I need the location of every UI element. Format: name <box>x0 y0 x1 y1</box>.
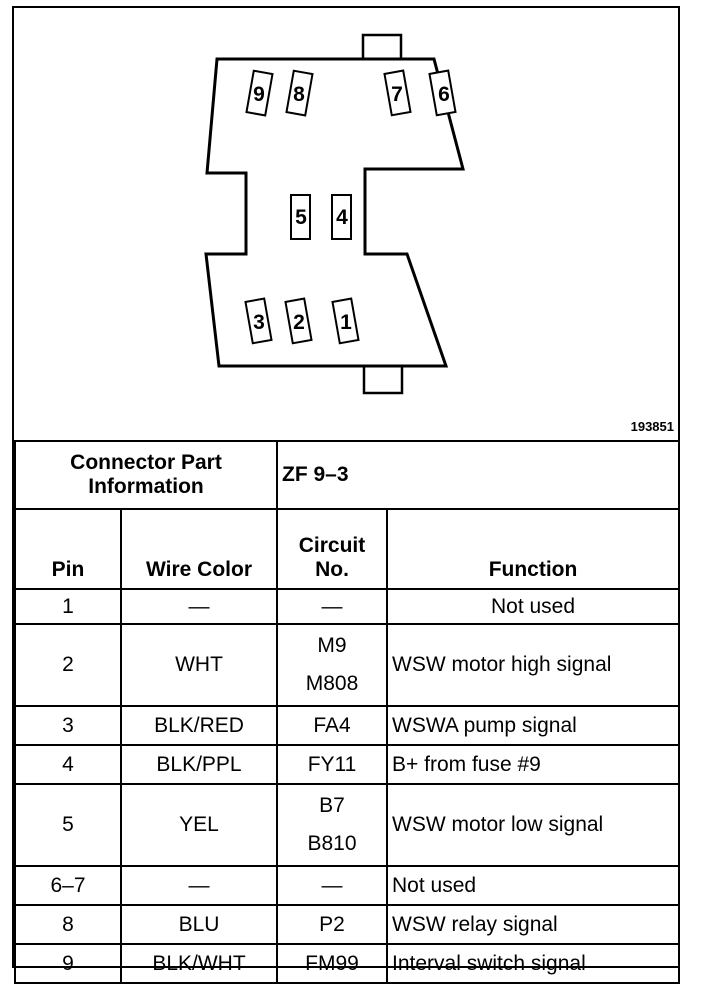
col-header-function: Function <box>386 508 681 590</box>
wire-color-cell: — <box>119 588 279 625</box>
pin-cavity-6: 6 <box>428 69 457 117</box>
col-header-circuit: Circuit No. <box>276 508 389 590</box>
pin-number: 9 <box>253 83 265 106</box>
pin-cavity-1: 1 <box>331 297 360 345</box>
table-row: 6–7 — — Not used <box>14 865 681 906</box>
pin-number: 1 <box>340 311 352 334</box>
circuit-number: B810 <box>307 832 357 855</box>
circuit-cell: FM99 <box>276 943 389 984</box>
pin-cavity-4: 4 <box>331 194 352 240</box>
bottom-locking-tab <box>362 363 404 395</box>
table-row: 8 BLU P2 WSW relay signal <box>14 904 681 945</box>
function-cell: WSWA pump signal <box>386 705 681 746</box>
pin-cell: 4 <box>14 744 122 785</box>
function-cell: WSW motor low signal <box>386 783 681 867</box>
pin-cavity-9: 9 <box>245 69 274 117</box>
connector-face-drawing: 9 8 7 6 5 4 <box>204 33 465 395</box>
pin-number: 4 <box>336 206 348 229</box>
circuit-cell: FY11 <box>276 744 389 785</box>
function-cell: Interval switch signal <box>386 943 681 984</box>
col-header-wire-color: Wire Color <box>119 508 279 590</box>
connector-diagram: 9 8 7 6 5 4 <box>14 8 678 440</box>
pin-cell: 9 <box>14 943 122 984</box>
pin-number: 6 <box>438 83 450 106</box>
pin-cavity-8: 8 <box>285 69 314 117</box>
function-cell: WSW relay signal <box>386 904 681 945</box>
pin-cavity-7: 7 <box>383 69 412 117</box>
wire-color-cell: BLK/WHT <box>119 943 279 984</box>
wire-color-cell: BLK/RED <box>119 705 279 746</box>
wire-color-cell: WHT <box>119 623 279 707</box>
pin-cell: 6–7 <box>14 865 122 906</box>
pin-number: 8 <box>293 83 305 106</box>
table-row: 2 WHT M9 M808 WSW motor high signal <box>14 623 681 707</box>
connector-info-row: Connector Part Information ZF 9–3 <box>13 440 681 510</box>
connector-sheet: 9 8 7 6 5 4 <box>12 6 681 984</box>
pin-cell: 3 <box>14 705 122 746</box>
circuit-cell: P2 <box>276 904 389 945</box>
table-row: 4 BLK/PPL FY11 B+ from fuse #9 <box>14 744 681 785</box>
wire-color-cell: BLU <box>119 904 279 945</box>
circuit-number: M808 <box>305 672 359 695</box>
circuit-number: B7 <box>319 794 345 817</box>
circuit-cell: — <box>276 588 389 625</box>
pin-cell: 5 <box>14 783 122 867</box>
pin-number: 7 <box>391 83 403 106</box>
function-cell: Not used <box>386 588 681 625</box>
pin-number: 3 <box>253 311 265 334</box>
col-header-pin: Pin <box>14 508 122 590</box>
function-cell: Not used <box>386 865 681 906</box>
function-cell: B+ from fuse #9 <box>386 744 681 785</box>
pin-cell: 2 <box>14 623 122 707</box>
pinout-table: Connector Part Information ZF 9–3 Pin Wi… <box>13 440 681 984</box>
figure-id: 193851 <box>630 419 674 434</box>
pin-cavity-3: 3 <box>244 297 273 345</box>
circuit-cell: B7 B810 <box>276 783 389 867</box>
pin-cell: 1 <box>14 588 122 625</box>
circuit-number: M9 <box>317 634 347 657</box>
connector-info-label: Connector Part Information <box>13 440 279 510</box>
column-header-row: Pin Wire Color Circuit No. Function <box>14 508 681 590</box>
pin-number: 5 <box>295 206 307 229</box>
pin-number: 2 <box>293 311 305 334</box>
table-row: 9 BLK/WHT FM99 Interval switch signal <box>14 943 681 984</box>
table-row: 5 YEL B7 B810 WSW motor low signal <box>14 783 681 867</box>
function-cell: WSW motor high signal <box>386 623 681 707</box>
circuit-cell: — <box>276 865 389 906</box>
pin-cell: 8 <box>14 904 122 945</box>
connector-info-value: ZF 9–3 <box>276 440 681 510</box>
pin-cavity-2: 2 <box>284 297 313 345</box>
circuit-cell: FA4 <box>276 705 389 746</box>
wire-color-cell: — <box>119 865 279 906</box>
wire-color-cell: BLK/PPL <box>119 744 279 785</box>
circuit-cell: M9 M808 <box>276 623 389 707</box>
table-row: 3 BLK/RED FA4 WSWA pump signal <box>14 705 681 746</box>
pin-cavity-5: 5 <box>290 194 311 240</box>
wire-color-cell: YEL <box>119 783 279 867</box>
table-row: 1 — — Not used <box>14 588 681 625</box>
